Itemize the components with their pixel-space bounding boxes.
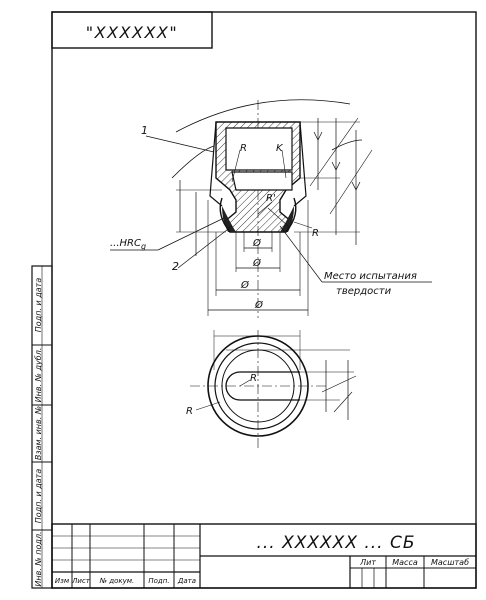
leader-test-place: Место испытания твердости <box>279 225 432 297</box>
dim-radius-4: R <box>312 228 319 239</box>
side-stamp-row5: Инв. № подл. <box>34 531 43 586</box>
col-mass: Масса <box>392 558 418 567</box>
leader-part-2: 2 <box>172 225 233 273</box>
hrc-label: ...HRCg <box>110 238 146 251</box>
dim-radius-1: R <box>240 143 247 154</box>
col-scale: Масштаб <box>431 558 469 567</box>
top-view: R R Ø <box>186 330 357 448</box>
dim-diameter-4: Ø <box>254 299 264 311</box>
col-izm: Изм <box>55 577 70 585</box>
col-sign: Подп. <box>148 577 169 585</box>
part-2-label: 2 <box>172 260 179 273</box>
pocket <box>225 127 293 171</box>
title-block: ... XXXXXX ... СБ Изм Лист № докум. Подп… <box>51 523 477 589</box>
slot <box>231 171 293 191</box>
side-stamp: Подп. и дата Инв. № дубл. Взам. инв. № П… <box>31 265 53 589</box>
dim-radius-6: R <box>186 406 193 417</box>
dim-radius-3: R' <box>266 193 276 204</box>
header-code-box: "XXXXXX" <box>51 11 213 49</box>
sheet-frame <box>51 11 477 589</box>
col-date: Дата <box>177 577 196 585</box>
col-lit: Лит <box>359 558 376 567</box>
dim-radius-2: K <box>276 143 284 154</box>
leader-hrc: ...HRCg <box>110 217 225 251</box>
col-doc: № докум. <box>99 577 135 585</box>
part-1-label: 1 <box>141 124 148 137</box>
dim-diameter-2: Ø <box>252 257 262 269</box>
dim-radius-5: R <box>250 373 257 384</box>
header-code: "XXXXXX" <box>86 23 178 42</box>
side-stamp-row4: Подп. и дата <box>34 469 43 524</box>
dim-diameter-3: Ø <box>240 279 250 291</box>
designation: ... XXXXXX ... СБ <box>256 533 415 553</box>
test-place-line2: твердости <box>336 286 392 297</box>
dim-diameter-1: Ø <box>252 237 262 249</box>
test-place-line1: Место испытания <box>324 271 417 282</box>
side-stamp-row1: Подп. и дата <box>34 278 43 333</box>
leader-part-1: 1 <box>141 124 215 153</box>
side-stamp-row2: Инв. № дубл. <box>34 348 43 403</box>
side-stamp-row3: Взам. инв. № <box>34 406 43 460</box>
section-view: R K R' R Ø Ø Ø Ø <box>171 99 373 318</box>
col-list: Лист <box>71 577 91 585</box>
